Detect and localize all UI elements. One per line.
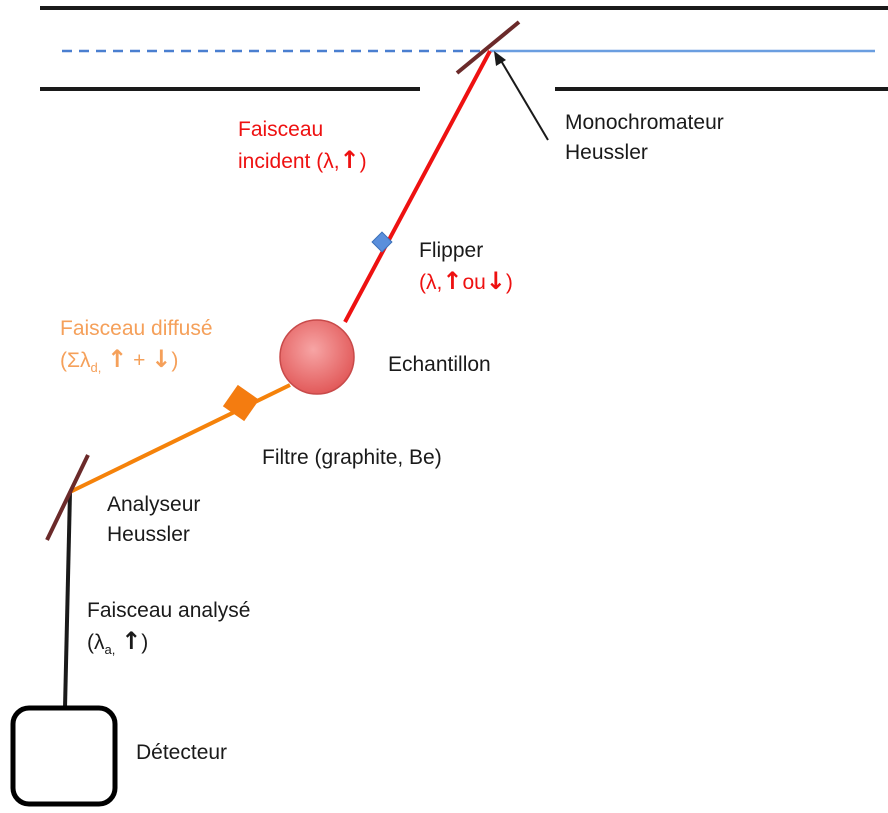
sample-sphere [279, 319, 355, 395]
sample-label: Echantillon [388, 353, 491, 376]
spin-up-icon: ↑ [442, 267, 463, 295]
monochromator-label: Monochromateur Heussler [565, 111, 724, 164]
analysed-beam-label: Faisceau analysé (λa, ↑) [87, 599, 251, 658]
analyser-crystal [45, 454, 90, 541]
spin-up-icon: ↑ [121, 627, 142, 655]
filter-device [222, 384, 260, 422]
spin-down-icon: ↓ [485, 267, 506, 295]
analyser-label: Analyseur Heussler [107, 493, 201, 546]
scattered-beam-label: Faisceau diffusé (Σλd, ↑ + ↓) [60, 317, 213, 376]
spin-up-icon: ↑ [339, 146, 360, 174]
incident-beam [343, 50, 492, 323]
pointer-arrowhead [494, 51, 506, 66]
analysed-beam [63, 491, 72, 709]
spin-down-icon: ↓ [151, 345, 172, 373]
detector-label: Détecteur [136, 741, 228, 764]
spin-up-icon: ↑ [107, 345, 128, 373]
detector-box [10, 705, 118, 807]
filter-label: Filtre (graphite, Be) [262, 446, 442, 469]
flipper-label: Flipper (λ,↑ou↓) [419, 239, 513, 295]
monochromator-pointer [499, 58, 549, 141]
flipper-device [371, 231, 393, 253]
monochromator-crystal [455, 20, 521, 75]
incident-beam-label: Faisceau incident (λ,↑) [238, 118, 367, 174]
